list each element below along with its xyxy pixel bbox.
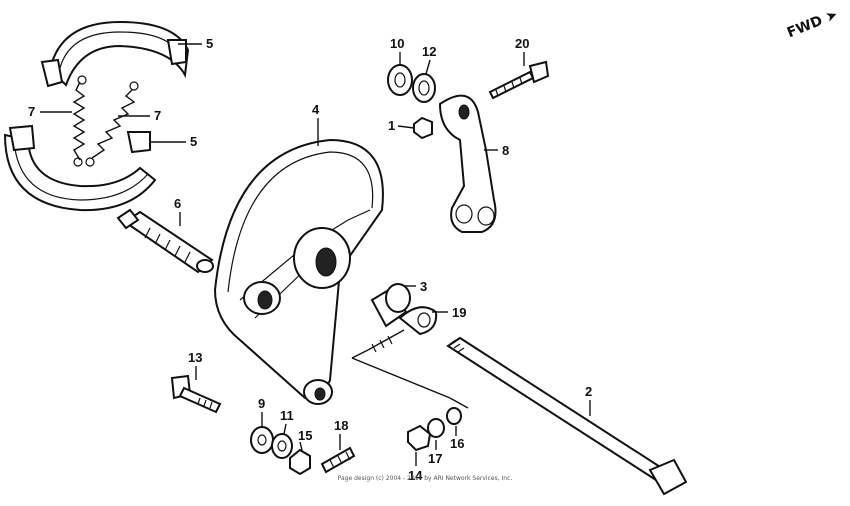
callout-2: 2: [585, 384, 592, 399]
callout-4: 4: [312, 102, 320, 117]
callout-1: 1: [388, 118, 395, 133]
callout-5-upper: 5: [206, 36, 213, 51]
callout-18: 18: [334, 418, 348, 433]
brake-cam: [116, 208, 214, 274]
washer-17: [427, 418, 445, 438]
nut-1: [413, 116, 433, 140]
brake-arm: [438, 94, 497, 233]
washer-12: [412, 73, 436, 103]
leader-lines: [40, 43, 591, 466]
callout-12: 12: [422, 44, 436, 59]
callout-17: 17: [428, 451, 442, 466]
callout-20: 20: [515, 36, 529, 51]
callout-14: 14: [408, 468, 423, 483]
callout-19: 19: [452, 305, 466, 320]
pin-18: [320, 446, 356, 474]
bolt-20: [488, 60, 550, 100]
copyright-notice: Page design (c) 2004 - 2017 by ARI Netwo…: [337, 475, 513, 482]
nut-14: [407, 424, 432, 452]
bolt-13: [170, 374, 222, 414]
callout-13: 13: [188, 350, 202, 365]
spring-right: [85, 81, 139, 167]
brake-shoe-upper: [40, 20, 190, 88]
callout-6: 6: [174, 196, 181, 211]
washer-11: [271, 433, 293, 459]
nut-15: [289, 448, 311, 476]
washer-9: [250, 426, 274, 454]
callout-11: 11: [280, 408, 294, 423]
callout-5-lower: 5: [190, 134, 197, 149]
spring-left: [72, 75, 87, 167]
callout-10: 10: [390, 36, 404, 51]
washer-10: [387, 64, 413, 96]
callout-15: 15: [298, 428, 312, 443]
callout-9: 9: [258, 396, 265, 411]
callout-3: 3: [420, 279, 427, 294]
callout-7-left: 7: [28, 104, 35, 119]
callout-8: 8: [502, 143, 509, 158]
callout-7-right: 7: [154, 108, 161, 123]
brake-panel: [213, 138, 384, 405]
axle-2: [446, 336, 688, 496]
callout-16: 16: [450, 436, 464, 451]
cotter-16: [446, 407, 462, 425]
brake-shoe-lower: [3, 124, 157, 212]
